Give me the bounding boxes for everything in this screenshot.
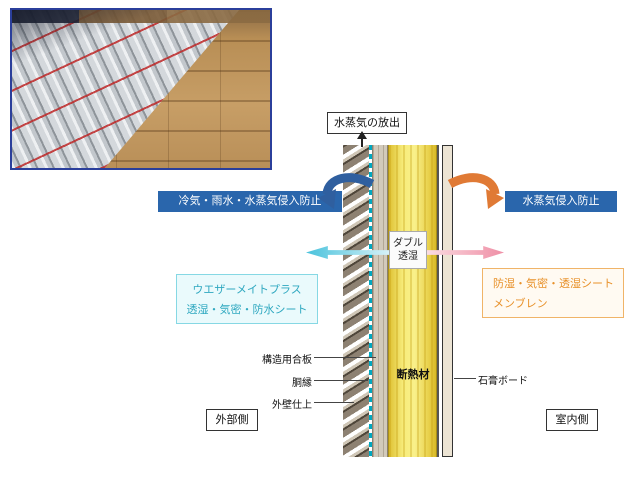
furring-label: 胴縁	[292, 378, 312, 389]
plywood-label: 構造用合板	[262, 355, 312, 366]
interior-side-label: 室内側	[546, 409, 598, 431]
exterior-finish-label: 外壁仕上	[272, 400, 312, 411]
double-permeation-label: ダブル 透湿	[389, 231, 427, 269]
exterior-finish-slats-layer	[343, 145, 369, 457]
up-arrow-icon	[357, 131, 367, 139]
deflect-arrow-blue-icon	[318, 173, 375, 209]
insulation-installation-photo	[10, 8, 272, 170]
left-prevention-banner: 冷気・雨水・水蒸気侵入防止	[158, 191, 342, 212]
double-permeation-line2: 透湿	[398, 251, 418, 262]
vapor-release-label: 水蒸気の放出	[327, 112, 407, 134]
gypsum-board-label: 石膏ボード	[478, 376, 528, 387]
gypsum-board-layer	[442, 145, 453, 457]
weathermate-sheet-layer	[369, 145, 372, 457]
exterior-side-label: 外部側	[206, 409, 258, 431]
membrane-product-name: メンブレン	[493, 298, 548, 310]
weathermate-product-desc: 透湿・気密・防水シート	[186, 304, 308, 316]
membrane-product-box: 防湿・気密・透湿シート メンブレン	[482, 268, 624, 318]
weathermate-product-name: ウエザーメイトプラス	[192, 284, 302, 296]
wall-gap	[439, 145, 442, 457]
photo-shadow-overlay	[12, 10, 270, 168]
double-permeation-line1: ダブル	[393, 238, 423, 249]
furring-leader-line	[314, 380, 368, 381]
structural-plywood-layer	[372, 145, 388, 457]
membrane-product-desc: 防湿・気密・透湿シート	[493, 278, 614, 290]
weathermate-product-box: ウエザーメイトプラス 透湿・気密・防水シート	[176, 274, 318, 324]
insulation-label: 断熱材	[396, 369, 430, 381]
plywood-leader-line	[314, 357, 376, 358]
right-prevention-banner: 水蒸気侵入防止	[505, 191, 617, 212]
deflect-arrow-orange-icon	[447, 173, 504, 209]
membrane-sheet-layer	[437, 145, 439, 457]
exterior-finish-leader-line	[314, 402, 354, 403]
gypsum-leader-line	[454, 378, 476, 379]
insulation-layer	[388, 145, 437, 457]
up-arrow-stem	[361, 139, 363, 147]
